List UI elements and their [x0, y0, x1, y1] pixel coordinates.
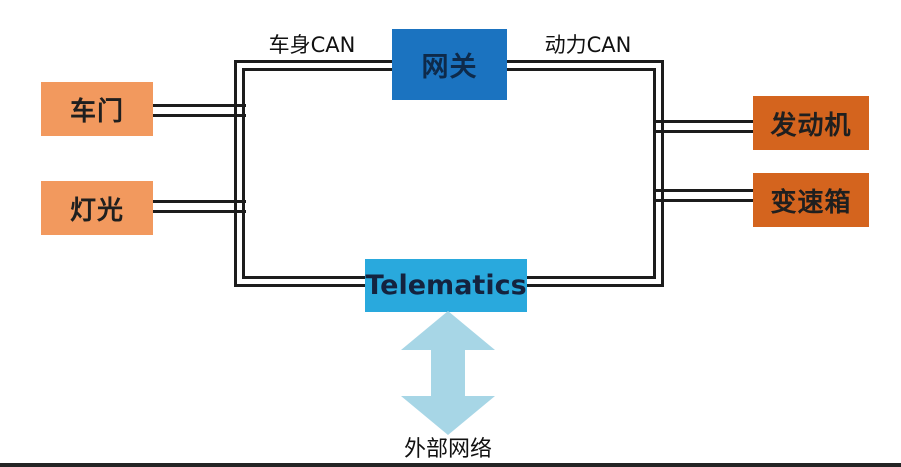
door-node: 车门: [41, 82, 153, 136]
gateway-node: 网关: [392, 29, 507, 100]
body-can-label: 车身CAN: [268, 33, 356, 57]
door-bus-stub: [152, 104, 246, 117]
double-vertical-arrow-icon: [401, 311, 495, 435]
transmission-bus-stub: [654, 189, 754, 202]
external-network-label: 外部网络: [403, 437, 492, 462]
bottom-edge-bar: [0, 463, 901, 467]
light-node: 灯光: [41, 181, 153, 235]
engine-bus-stub: [654, 120, 754, 133]
telematics-node: Telematics: [365, 259, 527, 312]
engine-node: 发动机: [753, 96, 869, 150]
power-can-label: 动力CAN: [544, 33, 632, 57]
light-bus-stub: [152, 200, 246, 213]
transmission-node: 变速箱: [753, 173, 869, 227]
